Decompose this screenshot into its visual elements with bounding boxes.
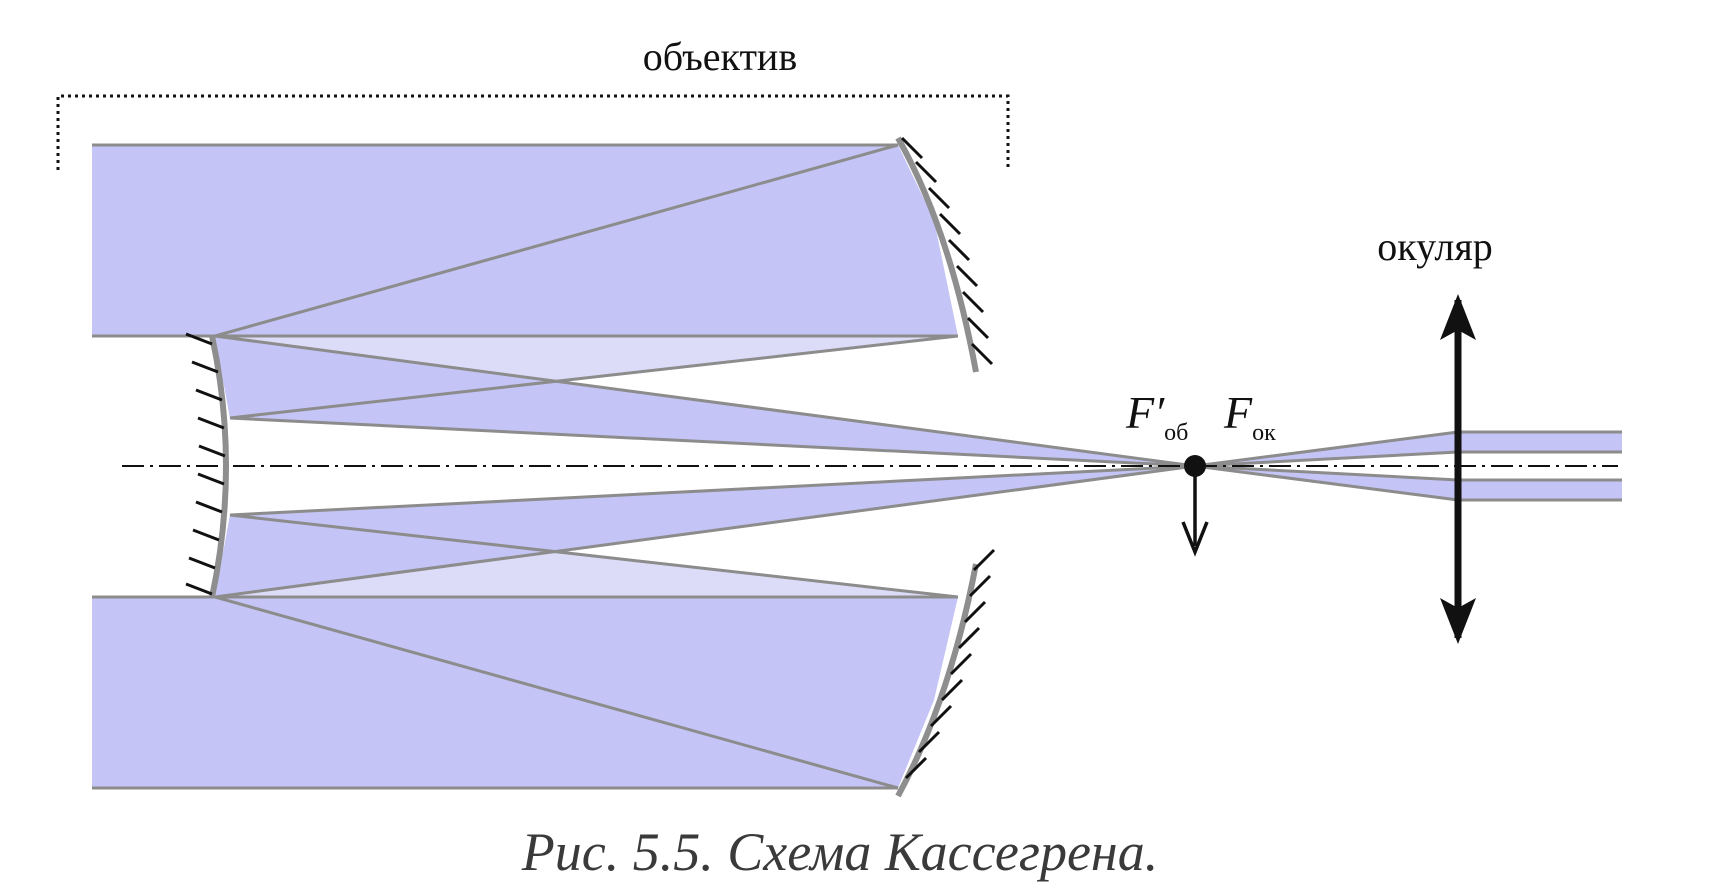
objective-focus-label: F′об — [1125, 387, 1188, 446]
primary-reflection-top — [215, 145, 958, 336]
objective-label: объектив — [643, 34, 797, 79]
objective-focus-symbol: F′ — [1125, 387, 1165, 438]
eyepiece-focus-label: Fок — [1223, 387, 1276, 446]
eyepiece-focus-subscript: ок — [1252, 420, 1276, 446]
primary-mirror-top — [895, 136, 979, 373]
primary-mirror-top-hatching — [900, 136, 994, 366]
focus-point — [1184, 455, 1206, 477]
exit-beam-top — [1458, 432, 1622, 452]
exit-beam-bottom — [1458, 480, 1622, 500]
eyepiece-arrow-bottom — [1440, 598, 1476, 644]
eyepiece-label: окуляр — [1377, 224, 1492, 269]
objective-bracket — [56, 94, 1010, 170]
image-arrow-head — [1181, 521, 1209, 557]
objective-focus-subscript: об — [1164, 420, 1188, 446]
secondary-mirror — [209, 335, 229, 598]
ray-lines — [92, 143, 1622, 790]
secondary-mirror-hatching — [185, 332, 226, 596]
primary-reflection-bottom — [215, 597, 958, 788]
eyepiece-arrow-top — [1440, 294, 1476, 340]
eyepiece-focus-symbol: F — [1223, 387, 1253, 438]
figure-caption: Рис. 5.5. Схема Кассегрена. — [521, 822, 1158, 882]
primary-mirror-bottom-hatching — [904, 548, 996, 780]
